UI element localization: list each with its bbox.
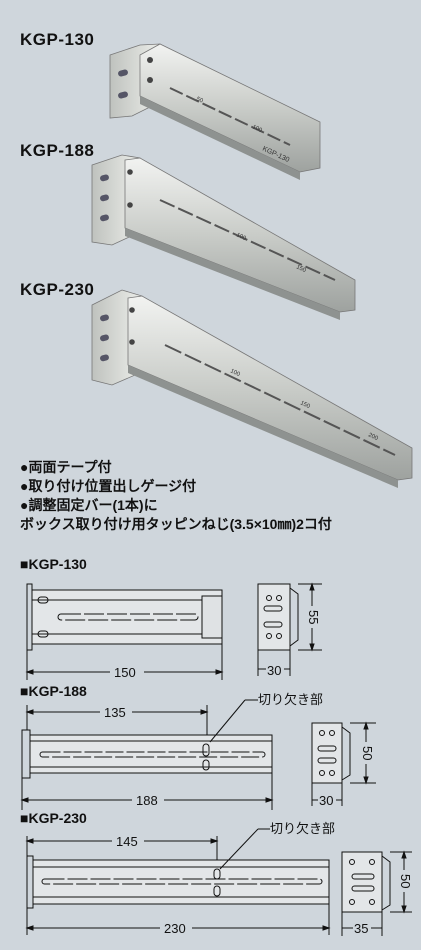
dim-notch-kgp-188: 135 [104, 705, 126, 720]
model-label-kgp-188: KGP-188 [20, 141, 95, 160]
end-view-kgp-130 [257, 582, 322, 676]
drawing-title-kgp-130: ■KGP-130 [20, 556, 87, 572]
dim-notch-kgp-230: 145 [116, 834, 138, 849]
photo-scale-label: 50 [195, 96, 204, 105]
side-view-kgp-230 [25, 828, 331, 935]
dim-length-kgp-130: 150 [114, 665, 136, 680]
model-label-kgp-130: KGP-130 [20, 30, 95, 49]
notch-label-kgp-188: 切り欠き部 [258, 692, 323, 707]
bracket-kgp-230: 100 150 200 [91, 289, 413, 488]
end-view-kgp-188 [311, 721, 376, 806]
notch-label-kgp-230: 切り欠き部 [270, 821, 335, 836]
end-view-kgp-230 [341, 850, 412, 936]
drawing-title-kgp-230: ■KGP-230 [20, 810, 87, 826]
photo-scale-label: 100 [229, 368, 241, 378]
feature-item: ●両面テープ付 [20, 459, 112, 475]
feature-item: ボックス取り付け用タッピンねじ(3.5×10㎜)2コ付 [20, 516, 332, 532]
dim-width-kgp-130: 30 [267, 663, 281, 678]
model-label-kgp-230: KGP-230 [20, 280, 95, 299]
photo-scale-label: 150 [295, 264, 307, 274]
bracket-kgp-188: 100 150 [91, 154, 356, 320]
drawing-title-kgp-188: ■KGP-188 [20, 683, 87, 699]
dim-height-kgp-230: 50 [398, 874, 413, 888]
feature-item: ●取り付け位置出しゲージ付 [20, 478, 197, 494]
side-view-kgp-130 [25, 583, 224, 680]
photo-scale-label: 200 [367, 432, 379, 442]
side-view-kgp-188 [20, 699, 274, 810]
dim-width-kgp-188: 30 [319, 793, 333, 808]
feature-list: ●両面テープ付 ●取り付け位置出しゲージ付 ●調整固定バー(1本)に ボックス取… [20, 458, 332, 534]
photo-scale-label: 100 [251, 124, 263, 134]
feature-item: ●調整固定バー(1本)に [20, 497, 158, 513]
dim-height-kgp-188: 50 [360, 746, 375, 760]
dim-height-kgp-130: 55 [306, 610, 321, 624]
photo-scale-label: 100 [235, 232, 247, 242]
photo-scale-label: 150 [299, 400, 311, 410]
dim-width-kgp-230: 35 [354, 921, 368, 936]
dim-length-kgp-230: 230 [164, 921, 186, 936]
bracket-kgp-130: 50 100 KGP-130 [109, 43, 321, 180]
dim-length-kgp-188: 188 [136, 793, 158, 808]
